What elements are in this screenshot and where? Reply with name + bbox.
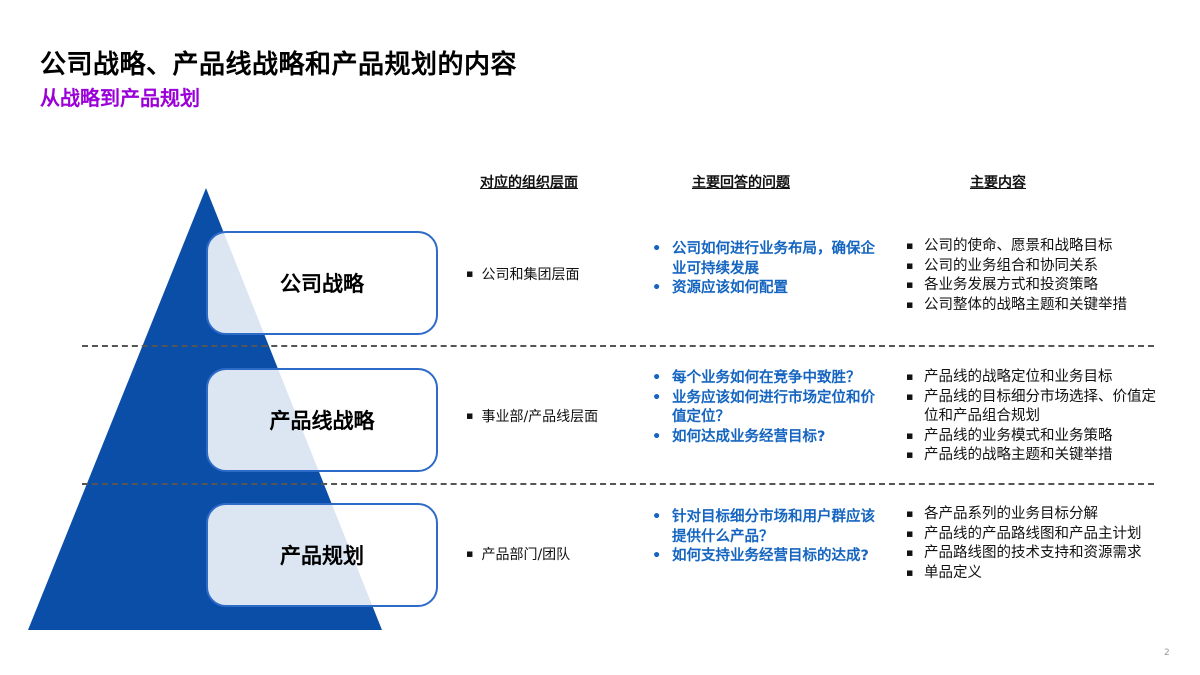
questions-list-product-planning: •针对目标细分市场和用户群应该提供什么产品？ •如何支持业务经营目标的达成? [652,508,882,567]
list-item: •业务应该如何进行市场定位和价值定位？ [652,389,875,426]
page-title: 公司战略、产品线战略和产品规划的内容 [40,50,518,80]
bullet-icon: ▪ [466,547,474,560]
bullet-icon: ▪ [906,428,914,442]
list-item: ▪产品线的战略定位和业务目标 [906,369,1113,385]
list-item: •如何支持业务经营目标的达成? [652,547,882,567]
bullet-icon: ▪ [906,297,914,311]
header-org-level: 对应的组织层面 [480,175,578,191]
bullet-icon: • [652,548,662,564]
list-item: •公司如何进行业务布局，确保企业可持续发展 [652,241,875,277]
bullet-icon: ▪ [906,258,914,272]
content-list-product-line: ▪产品线的战略定位和业务目标 ▪产品线的目标细分市场选择、价值定位和产品组合规划… [906,368,1156,466]
org-level-division: ▪ 事业部/产品线层面 [466,406,598,426]
content-list-company: ▪公司的使命、愿景和战略目标 ▪公司的业务组合和协同关系 ▪各业务发展方式和投资… [906,237,1196,315]
org-text: 事业部/产品线层面 [481,409,599,425]
list-item: ▪单品定义 [906,564,982,581]
list-item: ▪公司的使命、愿景和战略目标 [906,238,1113,254]
list-item: ▪产品线的目标细分市场选择、价值定位和产品组合规划 [906,388,1156,425]
bullet-icon: • [652,389,662,406]
content-list-product-planning: ▪各产品系列的业务目标分解 ▪产品线的产品路线图和产品主计划 ▪产品路线图的技术… [906,505,1196,583]
list-item: •针对目标细分市场和用户群应该提供什么产品？ [652,509,875,545]
questions-list-product-line: •每个业务如何在竞争中致胜？ •业务应该如何进行市场定位和价值定位？ •如何达成… [652,369,882,447]
bullet-icon: ▪ [906,546,914,559]
header-content: 主要内容 [970,175,1026,191]
divider-2 [82,483,1154,485]
bullet-icon: ▪ [906,448,914,461]
org-text: 产品部门/团队 [481,547,571,563]
bullet-icon: ▪ [906,526,914,540]
list-item: •资源应该如何配置 [652,279,882,299]
list-item: ▪各产品系列的业务目标分解 [906,506,1098,522]
bullet-icon: ▪ [906,278,914,291]
bullet-icon: ▪ [906,389,914,403]
level-box-company-strategy: 公司战略 [206,231,438,335]
list-item: ▪产品线的业务模式和业务策略 [906,427,1113,444]
list-item: ▪产品路线图的技术支持和资源需求 [906,545,1142,561]
bullet-icon: • [652,280,662,296]
org-text: 公司和集团层面 [481,267,580,283]
bullet-icon: ▪ [466,267,474,280]
bullet-icon: • [652,428,662,445]
list-item: ▪公司整体的战略主题和关键举措 [906,296,1127,313]
bullet-icon: ▪ [906,507,914,520]
list-item: •如何达成业务经营目标? [652,428,882,448]
org-level-company: ▪ 公司和集团层面 [466,264,579,284]
bullet-icon: ▪ [906,565,914,579]
level-box-product-line-strategy: 产品线战略 [206,368,438,472]
questions-list-company: •公司如何进行业务布局，确保企业可持续发展 •资源应该如何配置 [652,240,882,299]
bullet-icon: ▪ [906,370,914,383]
divider-1 [82,345,1154,347]
list-item: ▪公司的业务组合和协同关系 [906,257,1098,274]
level-box-product-planning: 产品规划 [206,503,438,607]
bullet-icon: ▪ [906,239,914,252]
header-questions: 主要回答的问题 [692,175,790,191]
level-label: 公司战略 [280,272,364,296]
list-item: ▪产品线的战略主题和关键举措 [906,447,1113,463]
bullet-icon: • [652,370,662,386]
list-item: ▪产品线的产品路线图和产品主计划 [906,525,1142,542]
page-subtitle: 从战略到产品规划 [40,86,200,110]
page-number: 2 [1164,648,1170,658]
list-item: •每个业务如何在竞争中致胜？ [652,369,882,389]
bullet-icon: ▪ [466,409,474,422]
bullet-icon: • [652,241,662,257]
org-level-team: ▪ 产品部门/团队 [466,544,570,564]
level-label: 产品线战略 [269,409,375,433]
list-item: ▪各业务发展方式和投资策略 [906,277,1098,293]
bullet-icon: • [652,509,662,525]
level-label: 产品规划 [280,544,364,568]
